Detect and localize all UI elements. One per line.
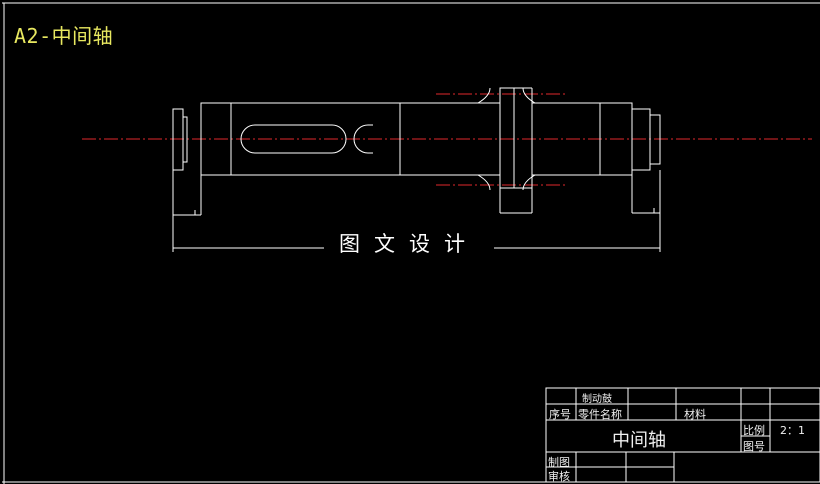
tb-part-name-label: 零件名称: [578, 408, 622, 421]
tb-scale-label: 比例: [743, 424, 765, 437]
sheet-title: A2-中间轴: [14, 24, 114, 48]
tb-checked-by-label: 审核: [548, 470, 570, 483]
tb-drawn-by-label: 制图: [548, 456, 570, 469]
tb-material-label: 材料: [684, 408, 706, 421]
tb-quantity-label: 制动鼓: [582, 394, 612, 405]
shaft-outline: [172, 87, 661, 216]
watermark-text: 图文设计: [324, 230, 494, 258]
tb-drawing-name: 中间轴: [612, 430, 666, 451]
tb-scale-value: 2：1: [780, 424, 805, 437]
tb-drawing-no-label: 图号: [743, 440, 765, 453]
tb-index-label: 序号: [549, 408, 571, 421]
title-block-grid: [545, 387, 820, 483]
centerlines: [82, 93, 812, 186]
